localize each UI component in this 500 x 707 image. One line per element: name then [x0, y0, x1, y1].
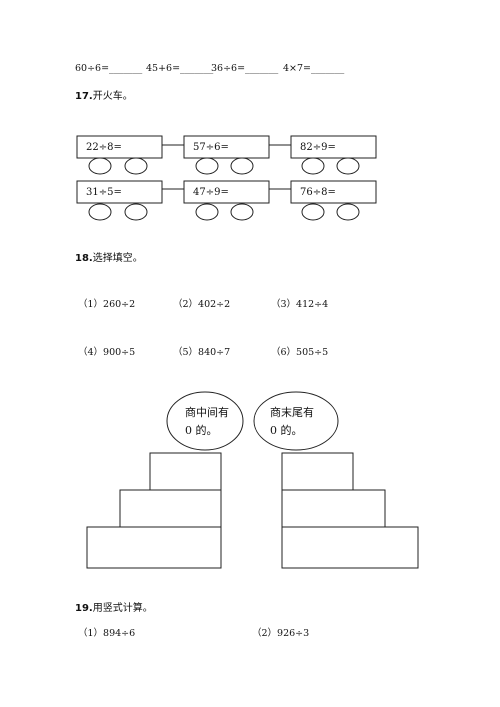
stair-right-top	[281, 452, 354, 491]
train-car-2-3	[290, 180, 377, 204]
question-18-text: 选择填空。	[92, 253, 143, 264]
equation-4: 4×7=_______	[283, 63, 345, 74]
train-wheel	[301, 157, 325, 175]
choice-option: （6）505÷5	[271, 347, 329, 358]
train-expression: 57÷6=	[193, 142, 229, 153]
stair-right-bottom	[281, 526, 419, 569]
train-wheel	[336, 203, 360, 221]
train-wheel	[230, 203, 254, 221]
stair-right-middle	[281, 489, 386, 528]
train-expression: 22÷8=	[86, 142, 122, 153]
equation-1: 60÷6=_______	[75, 63, 143, 74]
train-wheel	[195, 157, 219, 175]
bubble-left-line1: 商中间有	[185, 405, 229, 419]
stair-left-middle	[119, 489, 222, 528]
equation-3: 36÷6=_______	[211, 63, 279, 74]
stair-left-top	[149, 452, 222, 491]
question-17-number: 17.	[75, 91, 93, 102]
train-wheel	[124, 157, 148, 175]
choice-option: （2）402÷2	[173, 299, 231, 310]
train-car-2-2	[183, 180, 270, 204]
choice-option: （5）840÷7	[173, 347, 231, 358]
question-18-title: 18.选择填空。	[75, 249, 143, 264]
bubble-right	[253, 391, 339, 451]
question-19-title: 19.用竖式计算。	[75, 599, 153, 614]
choice-option: （3）412÷4	[271, 299, 329, 310]
train-wheel	[195, 203, 219, 221]
train-wheel	[301, 203, 325, 221]
train-wheel	[88, 203, 112, 221]
question-18-number: 18.	[75, 253, 93, 264]
train-expression: 47÷9=	[193, 187, 229, 198]
bubble-right-line1: 商末尾有	[270, 405, 314, 419]
choice-option: （1）260÷2	[78, 299, 136, 310]
calculation-item: （2）926÷3	[252, 628, 310, 639]
question-19-number: 19.	[75, 603, 93, 614]
train-wheel	[230, 157, 254, 175]
train-car-1-3	[290, 135, 377, 159]
train-expression: 76÷8=	[300, 187, 336, 198]
equation-2: 45+6=_______	[146, 63, 214, 74]
train-expression: 31÷5=	[86, 187, 122, 198]
train-expression: 82÷9=	[300, 142, 336, 153]
bubble-left	[166, 391, 244, 451]
bubble-left-line2: 0 的。	[185, 423, 218, 437]
train-car-1-2	[183, 135, 270, 159]
train-car-2-1	[76, 180, 163, 204]
train-wheel	[124, 203, 148, 221]
question-17-title: 17.开火车。	[75, 87, 133, 102]
train-wheel	[88, 157, 112, 175]
stair-left-bottom	[86, 526, 222, 569]
choice-option: （4）900÷5	[78, 347, 136, 358]
train-car-1-1	[76, 135, 163, 159]
train-wheel	[336, 157, 360, 175]
question-19-text: 用竖式计算。	[92, 603, 153, 614]
question-17-text: 开火车。	[92, 91, 133, 102]
bubble-right-line2: 0 的。	[270, 423, 303, 437]
calculation-item: （1）894÷6	[78, 628, 136, 639]
